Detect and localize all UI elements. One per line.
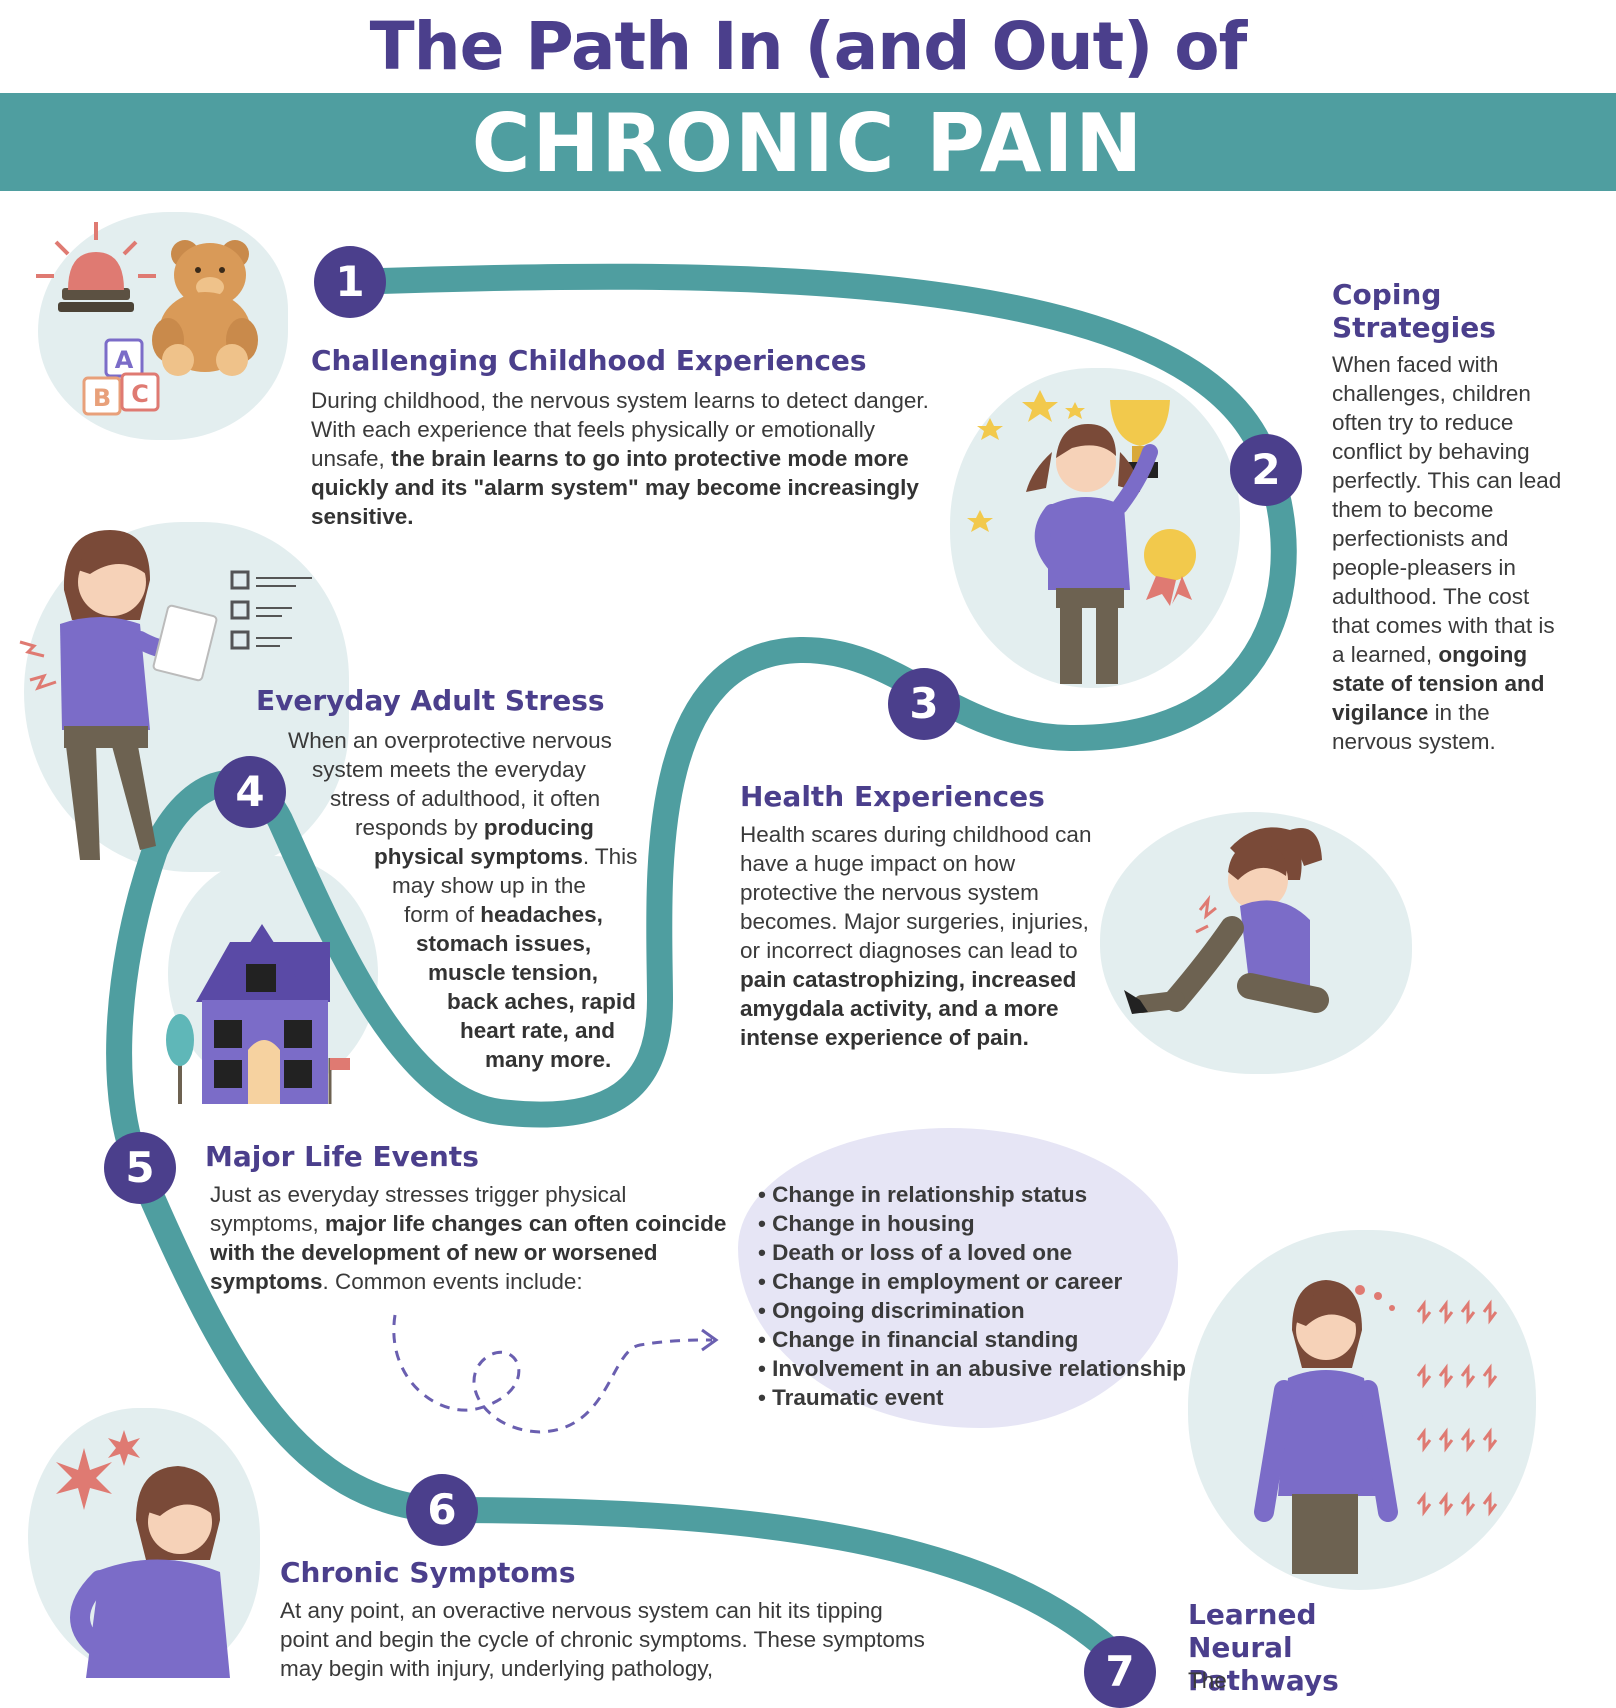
step-5-badge: 5: [104, 1132, 176, 1204]
step-4-line: may show up in the: [392, 873, 586, 898]
step-1-badge: 1: [314, 246, 386, 318]
step-2-text: When faced with challenges, children oft…: [1332, 350, 1562, 756]
step-1-text: During childhood, the nervous system lea…: [311, 386, 931, 531]
life-event-item: Change in relationship status: [758, 1180, 1186, 1209]
step-4-line: When an overprotective nervous: [288, 728, 612, 753]
life-event-item: Change in financial standing: [758, 1325, 1186, 1354]
life-event-item: Ongoing discrimination: [758, 1296, 1186, 1325]
step-7-badge: 7: [1084, 1636, 1156, 1708]
step-5-text-end: . Common events include:: [322, 1269, 583, 1294]
abc-blocks-icon: A B C: [82, 338, 160, 416]
step-3-badge: 3: [888, 668, 960, 740]
step-2-text-end: in the nervous system.: [1332, 700, 1496, 754]
step-4-line: heart rate, and: [460, 1018, 616, 1043]
step-4-line: responds by producing: [355, 815, 594, 840]
block-letter: B: [93, 384, 111, 412]
step-4-line: muscle tension,: [428, 960, 599, 985]
life-event-item: Change in housing: [758, 1209, 1186, 1238]
step-2-badge: 2: [1230, 434, 1302, 506]
step-6-text: At any point, an overactive nervous syst…: [280, 1598, 925, 1681]
woman-chronic-pain-icon: [56, 1430, 230, 1678]
step-4-line: form of headaches,: [404, 902, 603, 927]
step-3-text: Health scares during childhood can have …: [740, 820, 1115, 1052]
block-letter: A: [115, 346, 134, 374]
block-letter: C: [131, 380, 149, 408]
step-2-text-plain: When faced with challenges, children oft…: [1332, 352, 1562, 667]
step-6-title: Chronic Symptoms: [280, 1556, 576, 1589]
life-event-item: Death or loss of a loved one: [758, 1238, 1186, 1267]
life-events-list: Change in relationship status Change in …: [758, 1180, 1186, 1412]
life-event-item: Involvement in an abusive relationship: [758, 1354, 1186, 1383]
step-1-text-plain: During childhood, the nervous system lea…: [311, 388, 929, 471]
step-7-text: The: [1188, 1668, 1227, 1693]
step-4-badge: 4: [214, 756, 286, 828]
step-1-title: Challenging Childhood Experiences: [311, 344, 867, 377]
step-4-line: many more.: [485, 1047, 612, 1072]
step-5-text-plain: Just as everyday stresses trigger physic…: [210, 1182, 627, 1236]
step-5-text-bold: major life changes can often coincide wi…: [210, 1211, 727, 1294]
step-2-title: Coping Strategies: [1332, 278, 1496, 344]
house-icon: [166, 924, 350, 1104]
life-event-item: Traumatic event: [758, 1383, 1186, 1412]
step-6-badge: 6: [406, 1474, 478, 1546]
step-4-text: When an overprotective nervous system me…: [0, 726, 660, 1074]
alarm-light-icon: [36, 222, 156, 312]
arrow-head: [701, 1328, 719, 1352]
step-1-text-bold: the brain learns to go into protective m…: [311, 446, 919, 529]
step-3-text-bold: pain catastrophizing, increased amygdala…: [740, 967, 1077, 1050]
step-4-line: physical symptoms. This: [374, 844, 638, 869]
step-3-text-plain: Health scares during childhood can have …: [740, 822, 1092, 963]
dashed-arrow: [392, 1314, 713, 1434]
woman-with-tablet-icon: [19, 530, 312, 860]
girl-with-trophy-icon: [967, 390, 1196, 684]
teddy-bear-icon: [152, 240, 258, 376]
step-4-line: back aches, rapid: [447, 989, 636, 1014]
step-4-line: stomach issues,: [416, 931, 592, 956]
banner-title: CHRONIC PAIN: [471, 97, 1145, 190]
step-4-line: system meets the everyday: [312, 757, 586, 782]
woman-neural-pathways-icon: [1254, 1280, 1498, 1574]
step-4-title: Everyday Adult Stress: [256, 684, 605, 717]
page-title: The Path In (and Out) of: [369, 8, 1248, 85]
step-4-line: stress of adulthood, it often: [330, 786, 601, 811]
step-2-text-bold: ongoing state of tension and vigilance: [1332, 642, 1545, 725]
girl-holding-knee-icon: [1124, 827, 1329, 1014]
step-5-text: Just as everyday stresses trigger physic…: [210, 1180, 730, 1296]
life-event-item: Change in employment or career: [758, 1267, 1186, 1296]
step-3-title: Health Experiences: [740, 780, 1045, 813]
winding-path: [106, 263, 1297, 1678]
title-banner: CHRONIC PAIN: [0, 93, 1616, 191]
step-5-title: Major Life Events: [205, 1140, 479, 1173]
